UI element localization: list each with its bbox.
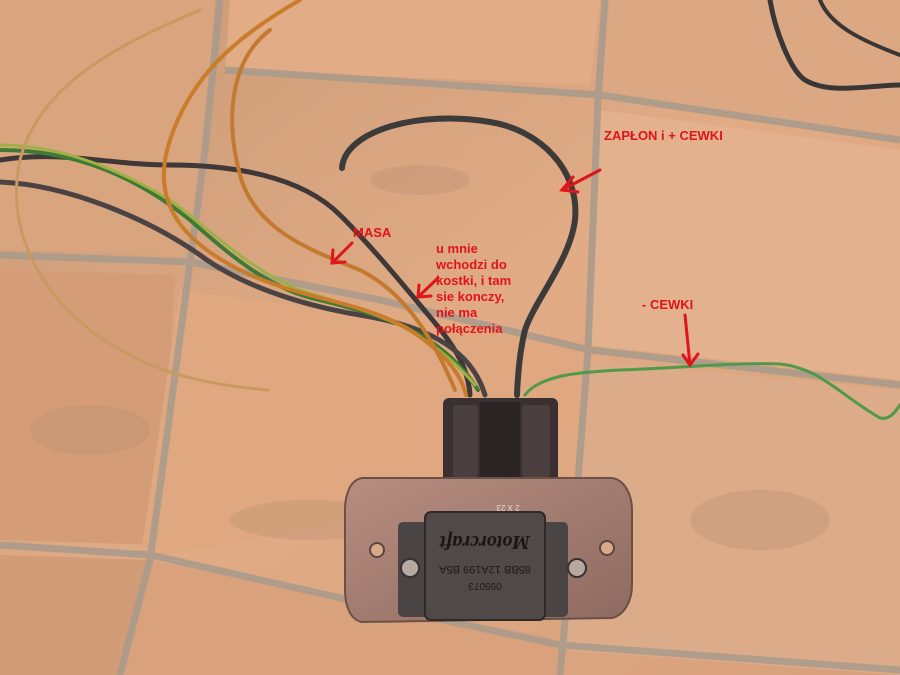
annotation-masa: MASA — [353, 225, 392, 240]
wire-orange-long — [161, 0, 468, 397]
wires — [0, 0, 900, 420]
annotation-note: u mnie wchodzi do kostki, i tam sie konc… — [436, 241, 512, 336]
wire-dark-left — [0, 154, 473, 398]
wire-tan-loop — [15, 8, 270, 392]
module-brand: Motorcraft — [439, 531, 531, 553]
annotation-cewki-minus: - CEWKI — [642, 297, 694, 312]
wire-dark-right2 — [818, 0, 900, 57]
wire-orange-mid — [230, 28, 457, 392]
arrow-note — [416, 276, 440, 299]
annotation-zaplon: ZAPŁON i + CEWKI — [604, 128, 723, 143]
arrow-masa — [330, 241, 354, 265]
module-small-code: 2 X 23 — [496, 503, 520, 512]
ignition-module: 095073 85BB 12A199 B5A Motorcraft 2 X 23 — [344, 477, 633, 624]
wire-dark-right — [767, 0, 900, 91]
module-part-number: 85BB 12A199 B5A — [438, 563, 530, 575]
connector-block — [443, 398, 558, 490]
wire-grey-left — [0, 179, 488, 398]
arrow-cewki — [681, 313, 700, 368]
wire-dark-loop — [339, 115, 579, 398]
module-code: 095073 — [468, 580, 502, 591]
arrow-zaplon — [559, 168, 602, 194]
annotation-arrows — [330, 168, 700, 368]
wire-green-right — [523, 362, 900, 420]
